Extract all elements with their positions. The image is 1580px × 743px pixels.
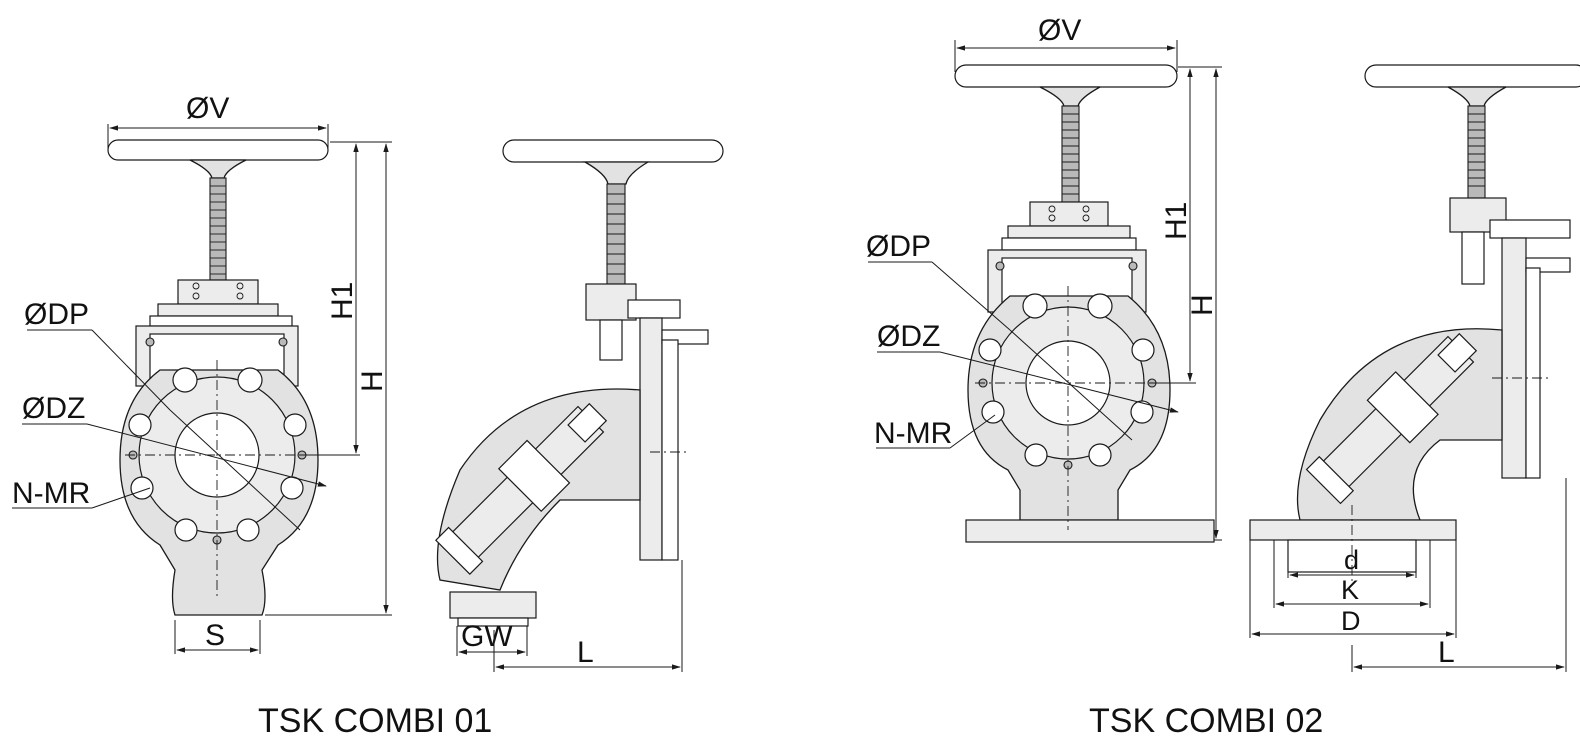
handwheel-front-02 — [954, 64, 1178, 88]
label-thread-size-01: GW — [461, 620, 513, 653]
label-bolt-hole-diameter-01: ØDZ — [22, 392, 85, 425]
label-pitch-diameter-01: ØDP — [24, 298, 89, 331]
label-h-01: H — [356, 370, 389, 392]
stem-front-01 — [209, 177, 227, 281]
label-bore-diameter-02: d — [1344, 545, 1359, 575]
label-handwheel-diameter-01: ØV — [186, 92, 229, 125]
front-view-02 — [954, 64, 1215, 543]
label-length-01: L — [577, 636, 594, 669]
view-tsk-combi-02: ØV H1 H ØDP ØDZ N-MR d K — [866, 14, 1580, 740]
label-flange-diameter-02: D — [1341, 606, 1361, 636]
caption-tsk-combi-01: TSK COMBI 01 — [258, 702, 492, 740]
handwheel-side-01 — [502, 139, 724, 163]
dimensions-02: ØV H1 H ØDP ØDZ N-MR d K — [866, 14, 1567, 672]
label-h-02: H — [1186, 294, 1219, 316]
label-bolt-hole-diameter-02: ØDZ — [877, 320, 940, 353]
side-view-01 — [435, 139, 724, 627]
caption-tsk-combi-02: TSK COMBI 02 — [1089, 702, 1323, 740]
label-h1-01: H1 — [326, 282, 359, 320]
label-length-02: L — [1438, 636, 1455, 669]
flange-side-02 — [1249, 519, 1457, 541]
handwheel-front-01 — [107, 139, 329, 161]
label-width-01: S — [205, 619, 225, 652]
front-view-01 — [107, 139, 329, 616]
view-tsk-combi-01: ØV H1 H ØDP ØDZ N-MR S GW — [12, 92, 724, 740]
side-view-02 — [1249, 64, 1580, 585]
label-number-threads-01: N-MR — [12, 477, 90, 510]
flange-front-02 — [965, 519, 1215, 543]
dimensions-01: ØV H1 H ØDP ØDZ N-MR S GW — [12, 92, 683, 672]
label-pitch-diameter-02: ØDP — [866, 230, 931, 263]
label-bolt-circle-02: K — [1341, 575, 1359, 605]
label-number-threads-02: N-MR — [874, 417, 952, 450]
label-handwheel-diameter-02: ØV — [1038, 14, 1081, 47]
label-h1-02: H1 — [1160, 202, 1193, 240]
handwheel-side-02 — [1364, 64, 1580, 88]
